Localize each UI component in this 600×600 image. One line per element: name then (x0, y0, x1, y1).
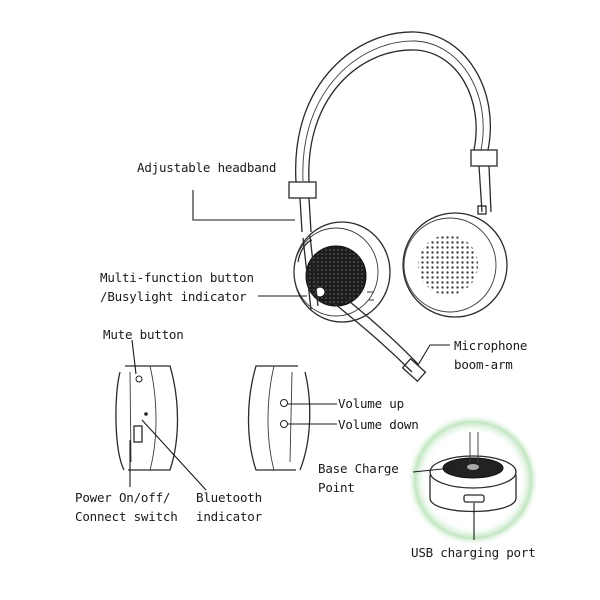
label-base-charge-point: Point (318, 480, 355, 495)
label-volume-up: Volume up (338, 396, 404, 411)
label-volume-down: Volume down (338, 417, 419, 432)
label-adjustable-headband: Adjustable headband (137, 160, 277, 175)
label-microphone: Microphone (454, 338, 528, 353)
right-side-view (247, 365, 311, 471)
label-busylight-indicator: /Busylight indicator (100, 289, 247, 304)
charging-base (407, 414, 539, 546)
label-power-switch: Power On/off/ (75, 490, 171, 505)
label-base-charge: Base Charge (318, 461, 399, 476)
headband (288, 31, 498, 233)
label-multi-function-button: Multi-function button (100, 270, 254, 285)
label-bluetooth: Bluetooth (196, 490, 262, 505)
microphone-boom-arm (302, 235, 427, 383)
leader-lines (129, 190, 475, 540)
left-side-view (115, 365, 179, 471)
label-bluetooth-indicator: indicator (196, 509, 262, 524)
label-connect-switch: Connect switch (75, 509, 178, 524)
label-boom-arm: boom-arm (454, 357, 513, 372)
right-ear-cup (402, 212, 508, 318)
label-mute-button: Mute button (103, 327, 184, 342)
label-usb-charging-port: USB charging port (411, 545, 536, 560)
left-ear-cup (293, 221, 391, 323)
